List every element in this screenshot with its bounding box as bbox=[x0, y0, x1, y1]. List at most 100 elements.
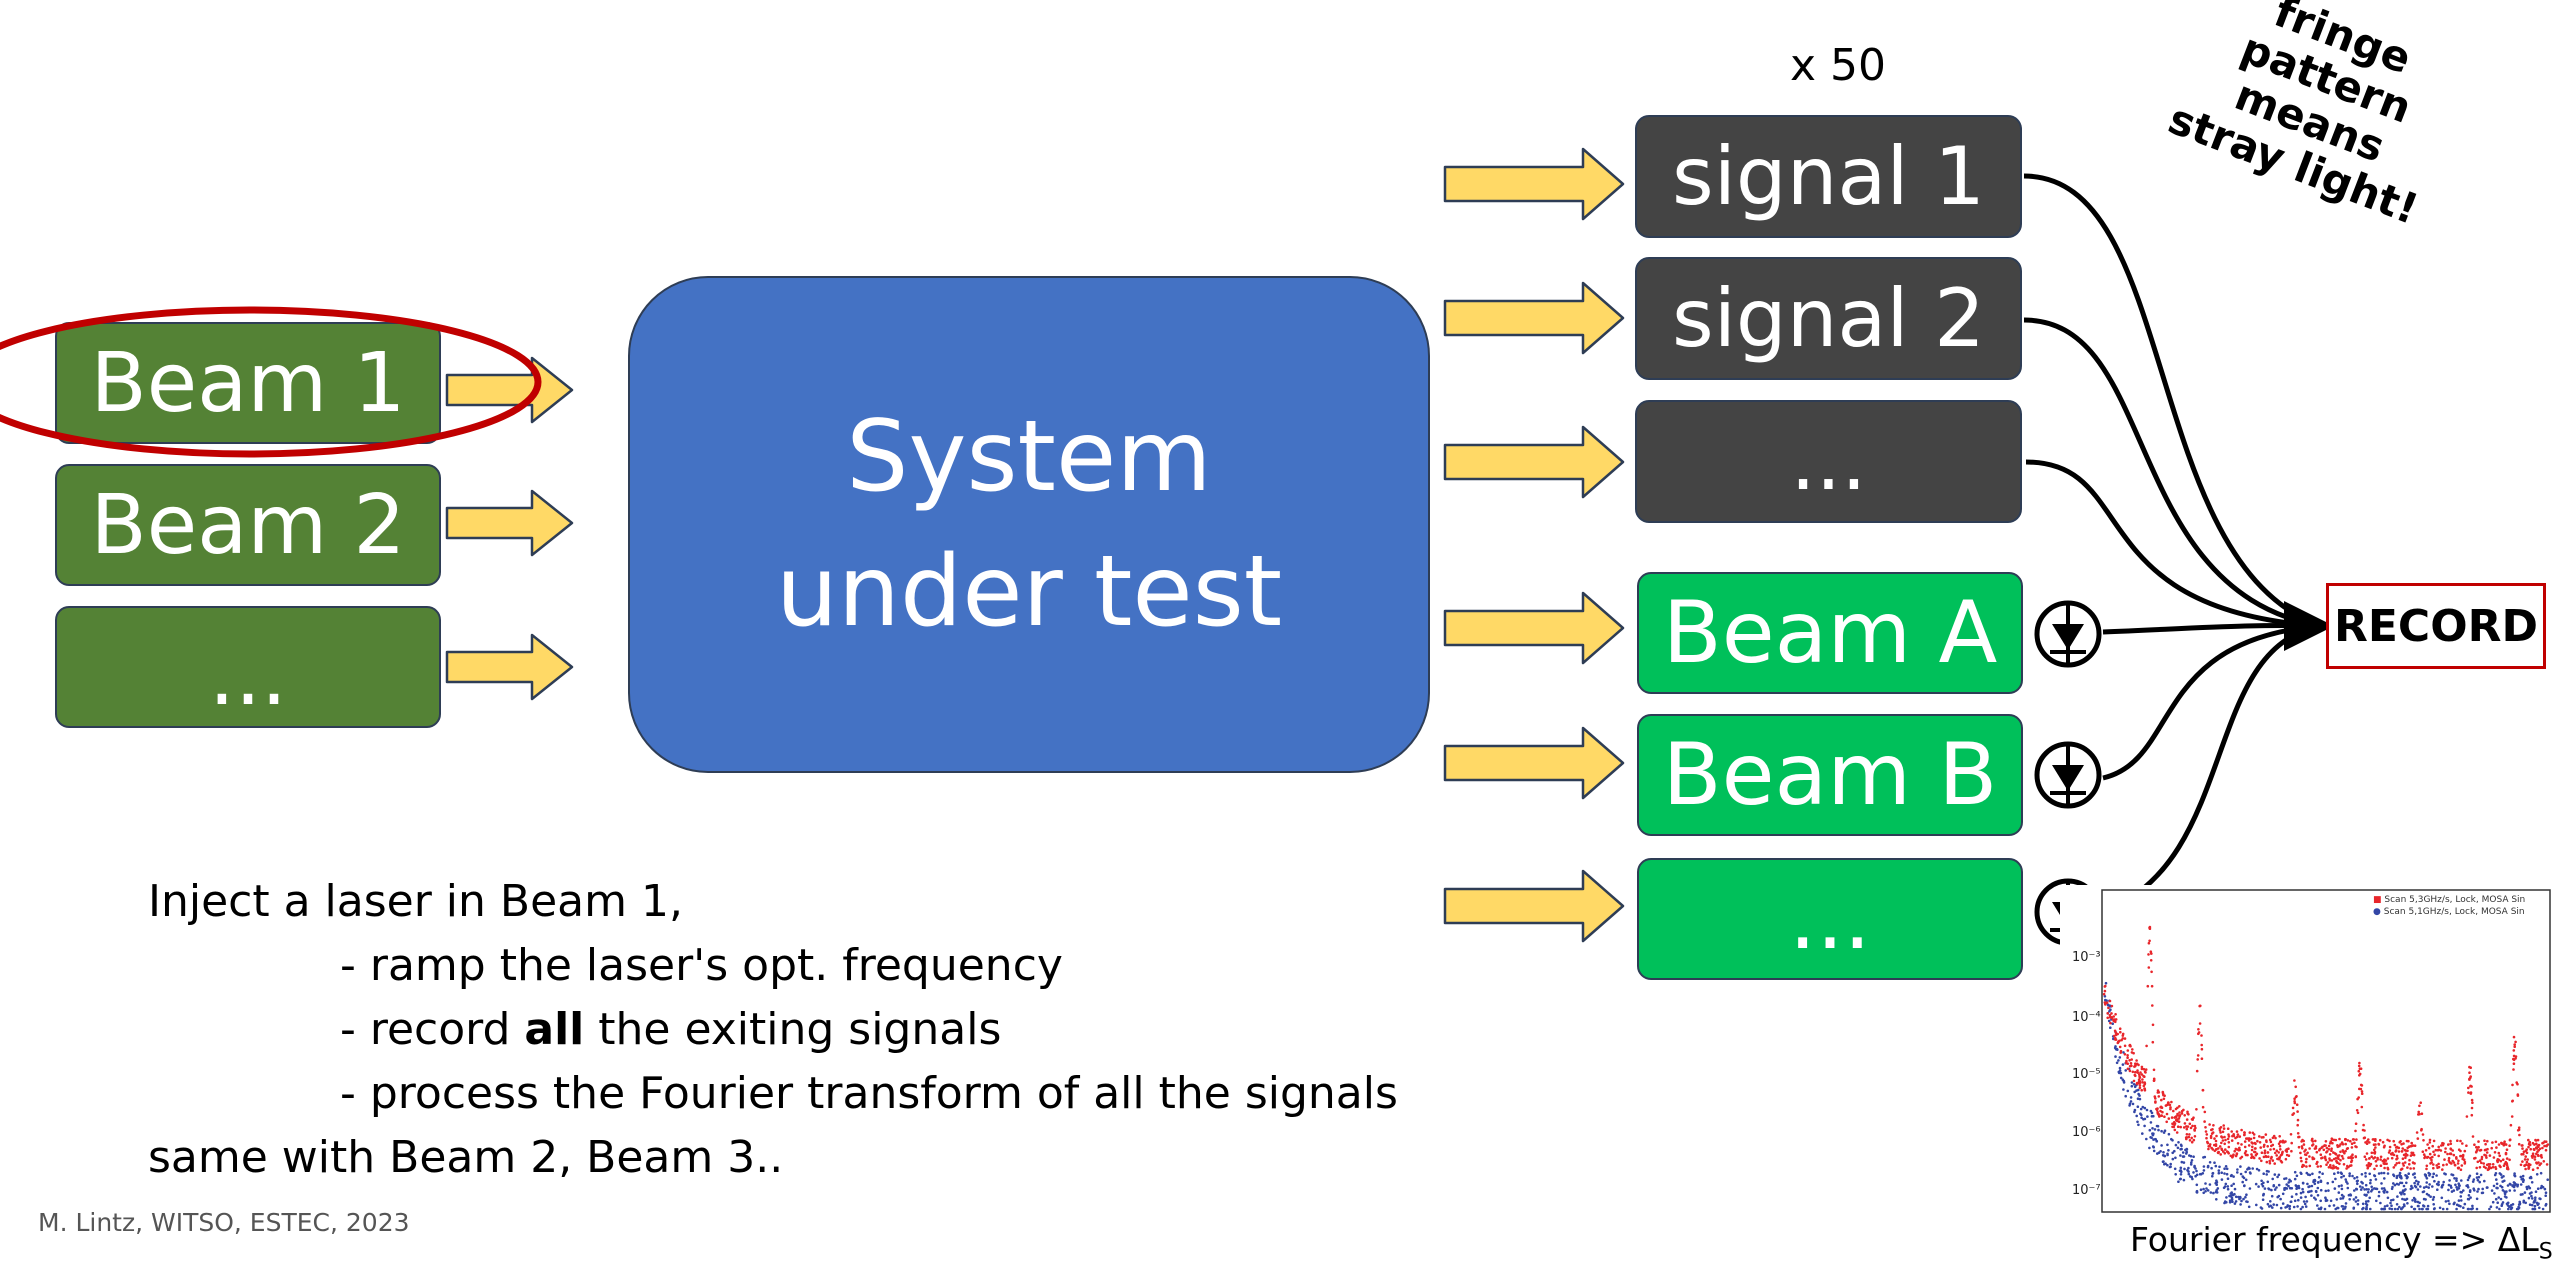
spectrum-point bbox=[2235, 1130, 2239, 1133]
spectrum-point bbox=[2470, 1113, 2474, 1117]
spectrum-point bbox=[2523, 1164, 2526, 1167]
spectrum-point bbox=[2382, 1162, 2386, 1165]
spectrum-point bbox=[2205, 1136, 2208, 1140]
spectrum-point bbox=[2179, 1173, 2183, 1176]
spectrum-point bbox=[2272, 1147, 2276, 1151]
spectrum-point bbox=[2307, 1173, 2310, 1176]
spectrum-point bbox=[2456, 1139, 2459, 1142]
spectrum-point bbox=[2116, 1048, 2119, 1051]
spectrum-point bbox=[2440, 1196, 2444, 1200]
spectrum-point bbox=[2201, 1172, 2205, 1175]
spectrum-point bbox=[2531, 1152, 2535, 1155]
spectrum-point bbox=[2202, 1165, 2206, 1168]
spectrum-point bbox=[2333, 1187, 2337, 1190]
spectrum-point bbox=[2455, 1177, 2458, 1180]
spectrum-point bbox=[2511, 1083, 2514, 1087]
spectrum-point bbox=[2521, 1147, 2524, 1150]
spectrum-point bbox=[2388, 1149, 2392, 1152]
spectrum-point bbox=[2318, 1148, 2321, 1152]
spectrum-point bbox=[2293, 1199, 2297, 1203]
spectrum-point bbox=[2453, 1163, 2457, 1167]
spectrum-point bbox=[2475, 1149, 2479, 1152]
signal-box-more: ... bbox=[1635, 400, 2022, 523]
spectrum-point bbox=[2134, 1062, 2137, 1065]
spectrum-point bbox=[2227, 1141, 2231, 1144]
spectrum-point bbox=[2183, 1167, 2186, 1171]
spectrum-point bbox=[2339, 1143, 2342, 1146]
spectrum-point bbox=[2193, 1165, 2196, 1169]
spectrum-point bbox=[2281, 1202, 2285, 1205]
spectrum-point bbox=[2364, 1175, 2367, 1178]
spectrum-point bbox=[2523, 1158, 2527, 1161]
spectrum-point bbox=[2148, 1128, 2152, 1132]
spectrum-point bbox=[2301, 1138, 2304, 1142]
spectrum-point bbox=[2126, 1067, 2130, 1071]
spectrum-point bbox=[2535, 1142, 2538, 1146]
spectrum-point bbox=[2290, 1195, 2294, 1198]
spectrum-point bbox=[2447, 1183, 2451, 1187]
spectrum-point bbox=[2377, 1172, 2381, 1175]
spectrum-point bbox=[2427, 1186, 2430, 1189]
spectrum-point bbox=[2275, 1149, 2279, 1152]
spectrum-point bbox=[2305, 1165, 2308, 1168]
spectrum-point bbox=[2195, 1183, 2199, 1187]
spectrum-point bbox=[2430, 1158, 2433, 1162]
spectrum-point bbox=[2180, 1109, 2184, 1113]
spectrum-point bbox=[2171, 1151, 2174, 1155]
spectrum-point bbox=[2132, 1083, 2136, 1086]
spectrum-point bbox=[2471, 1101, 2474, 1104]
spectrum-point bbox=[2339, 1171, 2343, 1174]
spectrum-caption: Fourier frequency => ΔLSL bbox=[2130, 1220, 2552, 1265]
spectrum-point bbox=[2136, 1105, 2140, 1108]
spectrum-point bbox=[2118, 1039, 2121, 1043]
spectrum-point bbox=[2211, 1148, 2215, 1151]
spectrum-point bbox=[2104, 1002, 2107, 1005]
spectrum-point bbox=[2333, 1172, 2336, 1175]
spectrum-point bbox=[2499, 1184, 2502, 1188]
spectrum-point bbox=[2336, 1206, 2340, 1210]
spectrum-point bbox=[2285, 1183, 2288, 1186]
spectrum-point bbox=[2241, 1180, 2244, 1184]
spectrum-point bbox=[2319, 1165, 2322, 1168]
spectrum-point bbox=[2135, 1114, 2138, 1118]
spectrum-point bbox=[2468, 1065, 2471, 1069]
spectrum-point bbox=[2355, 1145, 2358, 1149]
spectrum-point bbox=[2274, 1151, 2277, 1155]
spectrum-point bbox=[2219, 1131, 2222, 1134]
spectrum-point bbox=[2199, 1188, 2203, 1191]
spectrum-point bbox=[2336, 1167, 2340, 1170]
spectrum-point bbox=[2315, 1150, 2319, 1154]
spectrum-point bbox=[2166, 1143, 2169, 1147]
photodiode-icon-a bbox=[2034, 600, 2102, 668]
spectrum-point bbox=[2387, 1151, 2391, 1154]
spectrum-point bbox=[2255, 1167, 2259, 1171]
spectrum-point bbox=[2347, 1165, 2350, 1169]
spectrum-point bbox=[2290, 1149, 2293, 1153]
spectrum-point bbox=[2356, 1179, 2359, 1183]
spectrum-point bbox=[2206, 1140, 2209, 1144]
spectrum-point bbox=[2359, 1188, 2363, 1191]
spectrum-point bbox=[2268, 1205, 2271, 1208]
spectrum-point bbox=[2527, 1166, 2530, 1170]
spectrum-point bbox=[2244, 1195, 2247, 1199]
spectrum-point bbox=[2416, 1188, 2420, 1191]
spectrum-point bbox=[2214, 1164, 2218, 1168]
spectrum-point bbox=[2262, 1181, 2265, 1185]
spectrum-point bbox=[2365, 1207, 2368, 1211]
spectrum-point bbox=[2237, 1195, 2240, 1199]
spectrum-point bbox=[2166, 1163, 2169, 1167]
spectrum-point bbox=[2174, 1107, 2178, 1111]
spectrum-point bbox=[2381, 1159, 2385, 1163]
spectrum-point bbox=[2398, 1205, 2401, 1209]
spectrum-point bbox=[2537, 1202, 2540, 1205]
spectrum-point bbox=[2512, 1062, 2516, 1065]
spectrum-point bbox=[2218, 1127, 2221, 1130]
spectrum-point bbox=[2413, 1176, 2417, 1179]
spectrum-point bbox=[2140, 1067, 2144, 1071]
spectrum-point bbox=[2354, 1196, 2358, 1199]
spectrum-point bbox=[2325, 1150, 2329, 1153]
spectrum-point bbox=[2161, 1160, 2165, 1163]
spectrum-point bbox=[2379, 1158, 2382, 1161]
spectrum-point bbox=[2178, 1105, 2181, 1108]
spectrum-point bbox=[2519, 1175, 2523, 1179]
